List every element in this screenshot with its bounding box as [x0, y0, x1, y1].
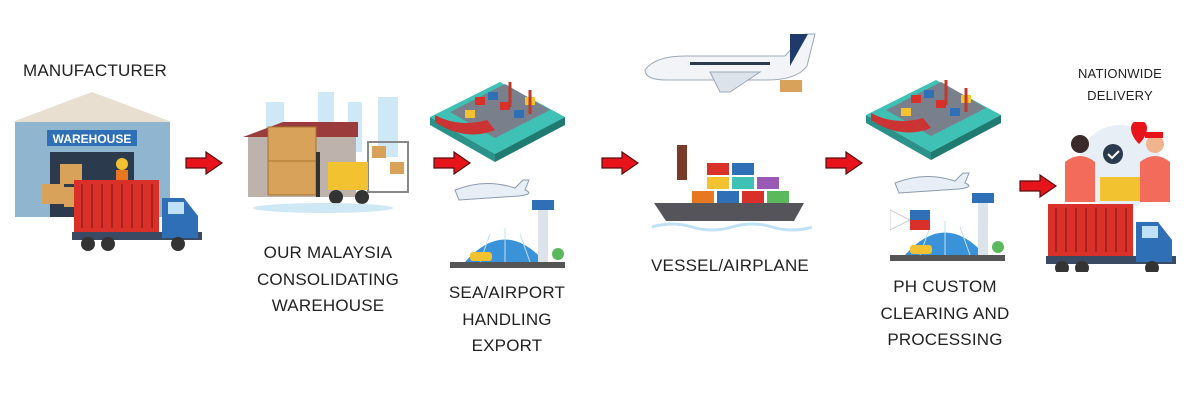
label-line: VESSEL/AIRPLANE: [651, 256, 809, 275]
label-line: DELIVERY: [1087, 88, 1153, 103]
label-line: SEA/AIRPORT: [448, 283, 566, 302]
arrow-right-icon: [601, 151, 639, 175]
label-line: NATIONWIDE: [1077, 66, 1163, 81]
ph-airport-illustration: [890, 172, 1006, 262]
ph-seaport-illustration: [866, 78, 1003, 162]
step-label-ph-custom: PH CUSTOM CLEARING AND PROCESSING: [865, 274, 1025, 354]
manufacturer-warehouse-illustration: WAREHOUSE: [12, 92, 203, 252]
step-label-manufacturer: MANUFACTURER: [20, 58, 170, 85]
step-label-sea-airport-export: SEA/AIRPORT HANDLING EXPORT: [427, 280, 587, 360]
airplane-illustration: [644, 33, 816, 93]
label-line: MANUFACTURER: [22, 61, 168, 80]
label-line: WAREHOUSE: [271, 296, 385, 315]
step-label-vessel-airplane: VESSEL/AIRPLANE: [640, 253, 820, 280]
arrow-right-icon: [825, 151, 863, 175]
cargo-ship-illustration: [652, 145, 812, 232]
consolidating-warehouse-illustration: [243, 92, 409, 213]
label-line: OUR MALAYSIA: [263, 243, 393, 262]
label-line: HANDLING: [462, 309, 552, 329]
step-label-nationwide-delivery: NATIONWIDE DELIVERY: [1065, 63, 1175, 107]
label-line: PH CUSTOM: [893, 277, 997, 296]
label-line: CONSOLIDATING: [256, 269, 400, 289]
warehouse-sign: WAREHOUSE: [53, 132, 132, 146]
step-label-malaysia-warehouse: OUR MALAYSIA CONSOLIDATING WAREHOUSE: [248, 240, 408, 320]
delivery-illustration: [1045, 122, 1177, 272]
airport-illustration: [450, 179, 566, 269]
label-line: PROCESSING: [887, 330, 1003, 349]
arrow-right-icon: [185, 151, 223, 175]
label-line: EXPORT: [471, 336, 543, 355]
seaport-illustration: [430, 80, 567, 164]
label-line: CLEARING AND: [880, 303, 1010, 323]
